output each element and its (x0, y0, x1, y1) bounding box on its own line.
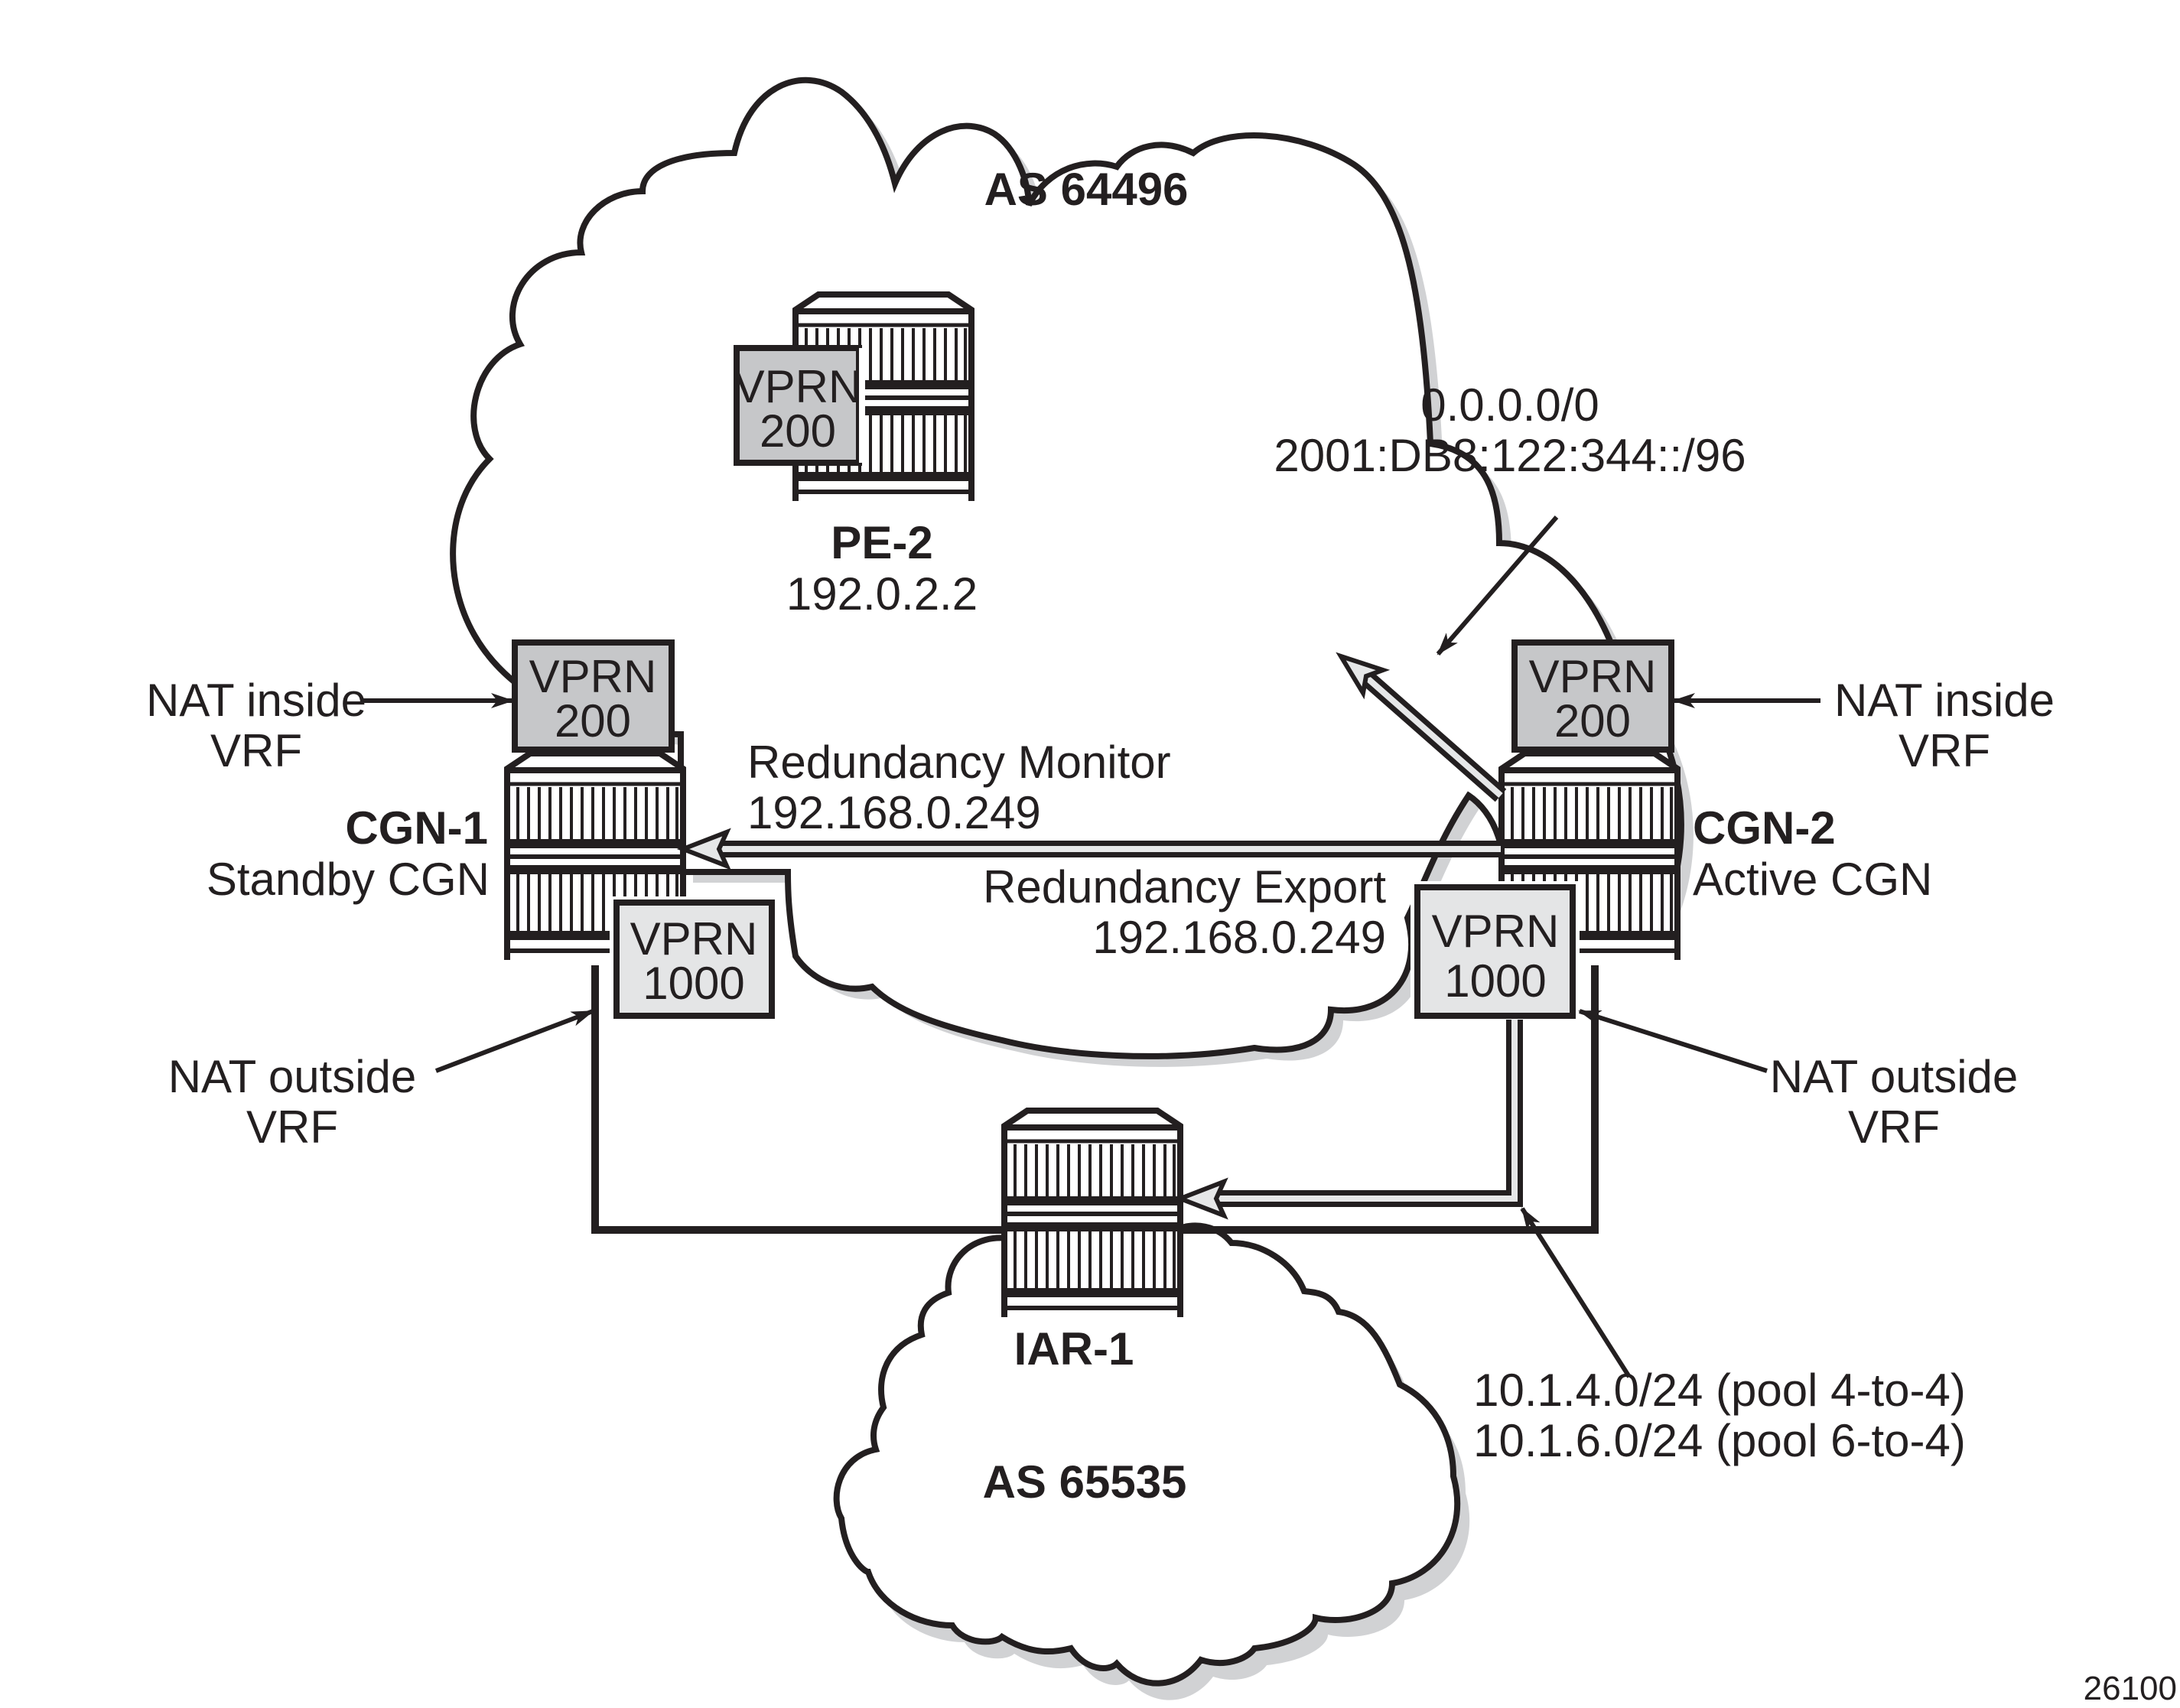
callout-nat-outside-right (1578, 1009, 1768, 1073)
route-arrows (676, 652, 1523, 1220)
vprn-label-line2: 1000 (643, 958, 744, 1009)
redundancy-export-line2: 192.168.0.249 (1092, 912, 1386, 963)
vprn-label-line1: VPRN (1529, 651, 1657, 702)
nat-outside-right-line2: VRF (1848, 1101, 1940, 1153)
node-role-cgn2: Active CGN (1693, 854, 1932, 905)
router-iar1[interactable]: IAR-1 (1004, 1111, 1180, 1375)
default-route-arrow (1336, 652, 1507, 802)
vprn-label-line2: 200 (760, 405, 836, 457)
node-name-cgn2: CGN-2 (1693, 802, 1836, 854)
vprn-outside-box-cgn1[interactable]: VPRN 1000 (610, 896, 779, 1025)
router-chassis-icon (1004, 1111, 1180, 1317)
vprn-label-line2: 1000 (1444, 955, 1546, 1007)
default-routes-line2: 2001:DB8:122:344::/96 (1274, 430, 1746, 481)
vprn-label-line2: 200 (555, 695, 631, 747)
vprn-label-line1: VPRN (529, 651, 657, 702)
vprn-label-line2: 200 (1554, 695, 1631, 747)
cloud-as65535: AS 65535 (833, 1222, 1470, 1700)
nat-outside-left-line2: VRF (246, 1101, 338, 1153)
nat-inside-right-line1: NAT inside (1834, 675, 2055, 726)
router-pe2[interactable]: VPRN 200 PE-2 192.0.2.2 (734, 294, 978, 620)
vprn-outside-box-cgn2[interactable]: VPRN 1000 (1410, 881, 1580, 1025)
callout-pools (1520, 1207, 1632, 1378)
nat-inside-right-line2: VRF (1899, 725, 1990, 776)
annotations: NAT inside VRF NAT inside VRF NAT outsid… (146, 379, 2177, 1707)
nat-inside-left-line2: VRF (210, 725, 302, 776)
vprn-label-line1: VPRN (630, 913, 758, 965)
cloud-outline (833, 1222, 1461, 1687)
redundancy-arrow (676, 828, 1501, 870)
pools-line1: 10.1.4.0/24 (pool 4-to-4) (1473, 1365, 1966, 1416)
figure-id: 26100 (2084, 1670, 2177, 1707)
callout-arrows (363, 516, 1820, 1378)
redundancy-monitor-line1: Redundancy Monitor (747, 737, 1171, 788)
router-cgn1[interactable]: VPRN 200 VPRN 1000 CGN-1 Standby CGN (207, 639, 779, 1025)
redundancy-monitor-line2: 192.168.0.249 (747, 787, 1041, 838)
node-name-iar1: IAR-1 (1014, 1323, 1134, 1375)
nat-inside-left-line1: NAT inside (146, 675, 366, 726)
redundancy-export-line1: Redundancy Export (983, 861, 1386, 913)
callout-nat-outside-left (434, 1009, 594, 1073)
node-name-pe2: PE-2 (831, 517, 932, 568)
node-role-cgn1: Standby CGN (207, 854, 490, 905)
default-routes-line1: 0.0.0.0/0 (1420, 379, 1599, 431)
cloud-label-as65535: AS 65535 (983, 1456, 1187, 1508)
cloud-as64496: AS 64496 (450, 76, 1694, 1067)
node-address-pe2: 192.0.2.2 (786, 568, 978, 620)
router-cgn2[interactable]: VPRN 200 VPRN 1000 CGN-2 Active CGN (1410, 639, 1932, 1025)
pools-line2: 10.1.6.0/24 (pool 6-to-4) (1473, 1415, 1966, 1466)
vprn-box-pe2[interactable]: VPRN 200 (734, 345, 865, 466)
nat-outside-left-line1: NAT outside (168, 1051, 417, 1102)
vprn-label-line1: VPRN (734, 361, 862, 412)
callout-default-routes (1436, 516, 1559, 656)
vprn-inside-box-cgn1[interactable]: VPRN 200 (512, 639, 675, 753)
vprn-label-line1: VPRN (1432, 906, 1560, 957)
node-name-cgn1: CGN-1 (345, 802, 488, 854)
vprn-inside-box-cgn2[interactable]: VPRN 200 (1511, 639, 1674, 753)
nat-outside-right-line1: NAT outside (1770, 1051, 2019, 1102)
cloud-label-as64496: AS 64496 (984, 164, 1189, 215)
pool-route-arrow (1173, 1020, 1523, 1220)
